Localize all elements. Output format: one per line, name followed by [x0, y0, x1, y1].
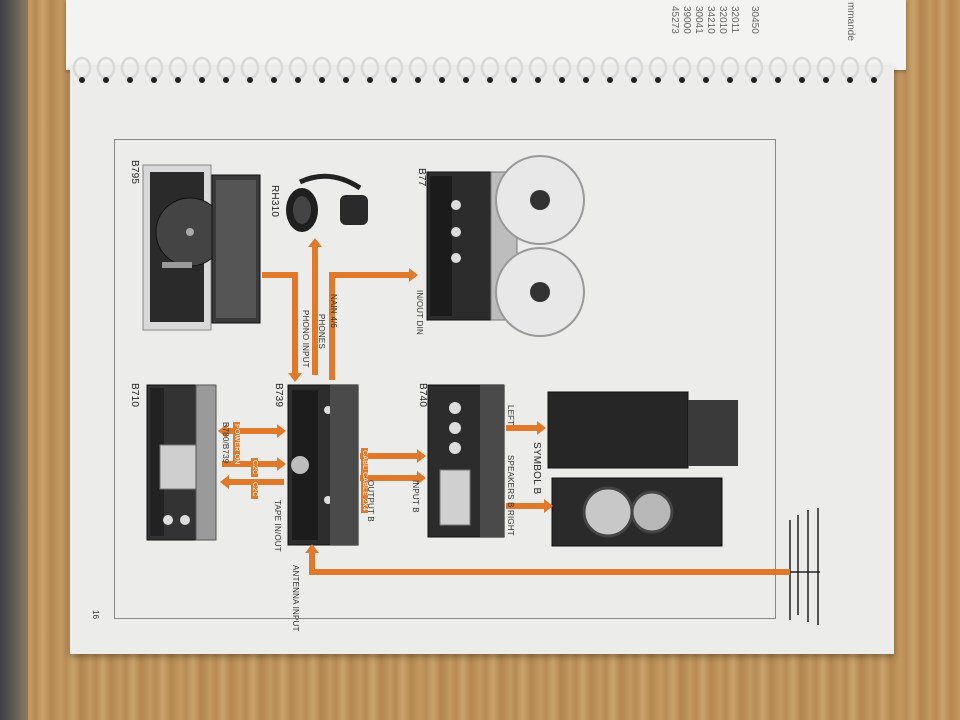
binding-ring — [552, 56, 572, 80]
binding-hole — [439, 77, 445, 83]
arrow-amp-left-head — [537, 421, 546, 435]
binding-hole — [151, 77, 157, 83]
binding-ring — [72, 56, 92, 80]
binding-ring — [744, 56, 764, 80]
binding-hole — [103, 77, 109, 83]
binding-hole — [487, 77, 493, 83]
arrow-c2c-1-head — [277, 457, 286, 471]
binding-ring — [768, 56, 788, 80]
binding-hole — [631, 77, 637, 83]
binding-ring — [120, 56, 140, 80]
binding-ring — [240, 56, 260, 80]
binding-hole — [199, 77, 205, 83]
manual-page — [70, 66, 894, 654]
binding-ring — [696, 56, 716, 80]
diagram-frame — [114, 139, 776, 619]
binding-hole — [319, 77, 325, 83]
arrow-amp-right-head — [544, 499, 553, 513]
binding-ring — [192, 56, 212, 80]
binding-ring — [264, 56, 284, 80]
arrow-power-on-left-head — [218, 424, 227, 438]
binding-ring — [576, 56, 596, 80]
binding-ring — [216, 56, 236, 80]
binding-ring — [144, 56, 164, 80]
binding-hole — [535, 77, 541, 83]
arrow-power-on-right-head — [277, 424, 286, 438]
arrow-turntable-to-receiver — [262, 272, 298, 375]
binding-hole — [799, 77, 805, 83]
amplifier-b740 — [427, 384, 505, 538]
binding-hole — [751, 77, 757, 83]
binding-hole — [127, 77, 133, 83]
binding-ring — [840, 56, 860, 80]
binding-hole — [583, 77, 589, 83]
arrow-receiver-to-tape — [329, 272, 410, 380]
binding-ring — [600, 56, 620, 80]
binding-hole — [655, 77, 661, 83]
binding-hole — [415, 77, 421, 83]
arrow-antenna — [309, 552, 790, 575]
arrow-cable-2-head — [417, 471, 426, 485]
arrow-c2c-2-head — [220, 475, 229, 489]
binding-ring — [432, 56, 452, 80]
binding-hole — [727, 77, 733, 83]
binding-hole — [223, 77, 229, 83]
binding-hole — [367, 77, 373, 83]
connection-arrows — [218, 238, 790, 575]
binding-ring — [648, 56, 668, 80]
spiral-binding — [72, 56, 884, 83]
binding-ring — [528, 56, 548, 80]
arrow-antenna-head — [305, 544, 319, 553]
arrow-cable-1-head — [417, 449, 426, 463]
binding-hole — [511, 77, 517, 83]
binding-ring — [672, 56, 692, 80]
binding-hole — [823, 77, 829, 83]
page-number: 16 — [91, 610, 100, 620]
tape-recorder-b77 — [426, 155, 585, 337]
binding-hole — [871, 77, 877, 83]
binding-hole — [559, 77, 565, 83]
binding-hole — [79, 77, 85, 83]
binding-ring — [408, 56, 428, 80]
arrow-receiver-to-headphones-head — [308, 238, 322, 247]
binding-ring — [480, 56, 500, 80]
binding-hole — [679, 77, 685, 83]
binding-hole — [271, 77, 277, 83]
binding-hole — [295, 77, 301, 83]
cassette-deck-b710 — [146, 384, 217, 541]
binding-ring — [360, 56, 380, 80]
binding-ring — [336, 56, 356, 80]
antenna — [785, 508, 820, 625]
binding-hole — [343, 77, 349, 83]
binding-hole — [775, 77, 781, 83]
binding-hole — [703, 77, 709, 83]
arrow-receiver-to-tape-head — [409, 268, 418, 282]
headphones-rh310 — [286, 173, 368, 232]
arrow-turntable-to-receiver-head — [288, 373, 302, 382]
binding-ring — [288, 56, 308, 80]
turntable-b795 — [142, 164, 261, 331]
receiver-b739 — [287, 384, 359, 546]
desk-edge-shadow — [0, 0, 28, 720]
binding-ring — [720, 56, 740, 80]
binding-hole — [175, 77, 181, 83]
binding-hole — [463, 77, 469, 83]
binding-ring — [504, 56, 524, 80]
binding-hole — [607, 77, 613, 83]
binding-ring — [96, 56, 116, 80]
speakers-symbol-b — [547, 391, 738, 547]
binding-hole — [391, 77, 397, 83]
binding-ring — [168, 56, 188, 80]
binding-hole — [247, 77, 253, 83]
binding-ring — [456, 56, 476, 80]
binding-hole — [847, 77, 853, 83]
binding-ring — [816, 56, 836, 80]
binding-ring — [384, 56, 404, 80]
binding-ring — [792, 56, 812, 80]
binding-ring — [864, 56, 884, 80]
binding-ring — [312, 56, 332, 80]
binding-ring — [624, 56, 644, 80]
